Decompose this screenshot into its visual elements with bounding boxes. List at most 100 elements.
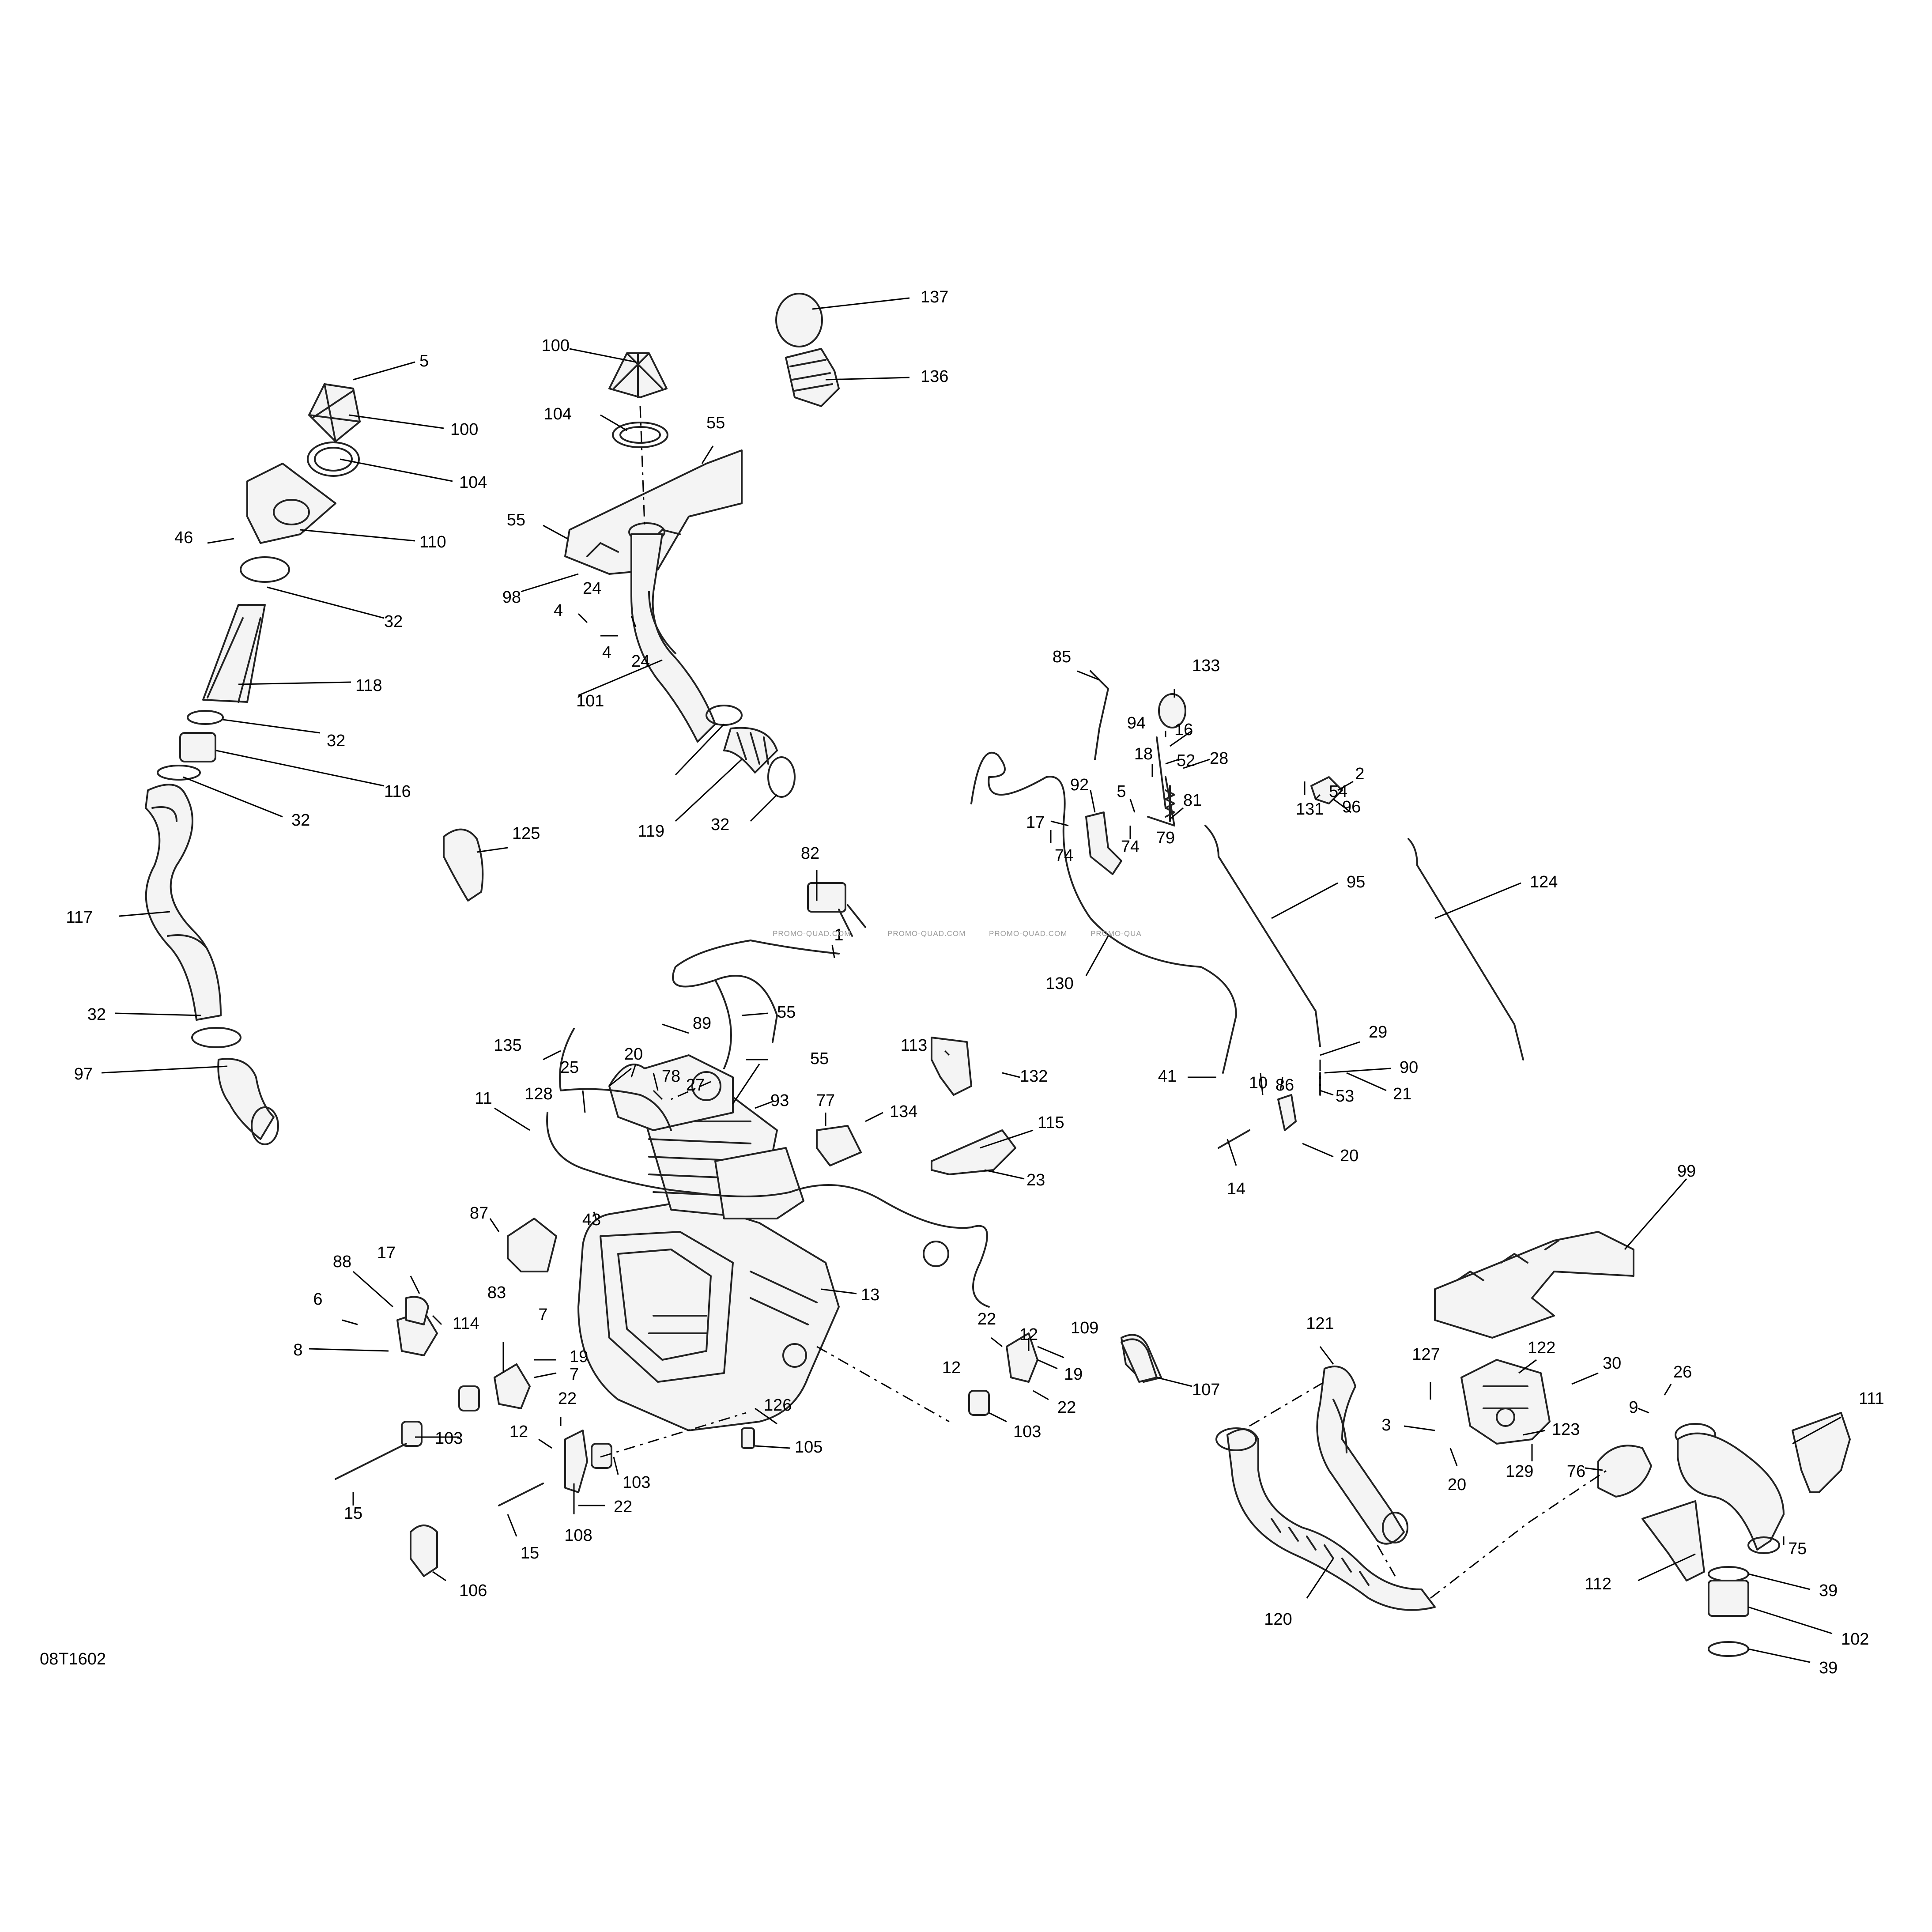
leader-lines	[101, 297, 1841, 1663]
callout-32: 32	[711, 815, 729, 834]
bracket-115	[931, 1129, 1016, 1175]
intake-boot-136	[785, 348, 840, 407]
callout-103: 103	[1013, 1423, 1041, 1441]
callout-20: 20	[1448, 1475, 1466, 1494]
callout-75: 75	[1788, 1540, 1807, 1558]
callout-17: 17	[377, 1244, 396, 1262]
callout-112: 112	[1585, 1575, 1611, 1593]
callout-4: 4	[602, 643, 611, 662]
watermark-text: PROMO-QUAD.COM	[989, 929, 1067, 938]
callout-41: 41	[1158, 1067, 1177, 1086]
intake-cap-137	[775, 293, 823, 347]
callout-39: 39	[1819, 1581, 1838, 1600]
callout-32: 32	[327, 732, 345, 750]
callout-93: 93	[770, 1091, 789, 1110]
callout-122: 122	[1528, 1339, 1555, 1357]
bracket-113	[931, 1037, 972, 1096]
callout-55: 55	[706, 414, 725, 432]
callout-87: 87	[470, 1204, 488, 1223]
callout-92: 92	[1070, 776, 1089, 794]
watermarks: PROMO-QUAD.COM PROMO-QUAD.COM PROMO-QUAD…	[773, 929, 1142, 938]
callout-7: 7	[538, 1306, 547, 1324]
callout-54: 54	[1329, 782, 1347, 801]
callout-96: 96	[1342, 798, 1361, 816]
intake-duct-101	[628, 522, 716, 743]
callout-6: 6	[313, 1290, 322, 1309]
intake-hose-117	[145, 784, 222, 1021]
callout-53: 53	[1336, 1087, 1354, 1106]
callout-117: 117	[66, 908, 93, 927]
hose-135	[559, 1028, 672, 1131]
callout-125: 125	[512, 824, 540, 843]
callout-102: 102	[1841, 1630, 1869, 1649]
callout-83: 83	[487, 1283, 506, 1302]
callout-17: 17	[1026, 813, 1045, 832]
callout-30: 30	[1603, 1354, 1621, 1373]
callout-77: 77	[816, 1091, 835, 1110]
callout-101: 101	[576, 692, 604, 710]
callout-103: 103	[435, 1429, 463, 1448]
heat-shield-111	[1792, 1412, 1851, 1493]
callout-99: 99	[1677, 1162, 1696, 1181]
callout-79: 79	[1156, 829, 1175, 847]
callout-55: 55	[507, 511, 525, 529]
watermark-text: PROMO-QUA	[1091, 929, 1142, 938]
callout-108: 108	[564, 1526, 592, 1545]
callout-32: 32	[291, 811, 310, 830]
callout-22: 22	[977, 1310, 996, 1328]
callout-25: 25	[560, 1058, 579, 1077]
callout-132: 132	[1020, 1067, 1048, 1086]
rod-124	[1407, 838, 1524, 1060]
callout-94: 94	[1127, 714, 1146, 732]
watermark-text: PROMO-QUAD.COM	[773, 929, 851, 938]
callout-130: 130	[1045, 974, 1073, 993]
throttle-cable-130	[970, 751, 1237, 1074]
callout-74: 74	[1121, 838, 1140, 856]
callout-78: 78	[662, 1067, 680, 1086]
callout-76: 76	[1567, 1462, 1585, 1481]
callout-22: 22	[1057, 1398, 1076, 1417]
callout-5: 5	[1117, 782, 1126, 801]
intake-elbow-97	[217, 1058, 279, 1145]
callout-labels: 137 136 100 5 104 55 100 104 110 46 55 9…	[66, 288, 1884, 1677]
callout-89: 89	[693, 1014, 711, 1033]
callout-118: 118	[355, 676, 382, 695]
callout-55: 55	[810, 1049, 829, 1068]
spring-81	[1165, 789, 1175, 818]
callout-2: 2	[1355, 765, 1364, 783]
callout-85: 85	[1053, 648, 1071, 666]
catalyst-102	[1708, 1566, 1749, 1657]
callout-46: 46	[174, 528, 193, 547]
intake-rings-116	[157, 710, 224, 781]
callout-21: 21	[1393, 1085, 1411, 1103]
callout-97: 97	[74, 1065, 93, 1083]
callout-12: 12	[942, 1358, 961, 1377]
deflector-125	[443, 828, 484, 902]
callout-129: 129	[1506, 1462, 1533, 1481]
bracket-96	[1310, 776, 1343, 804]
callout-19: 19	[570, 1347, 588, 1366]
callout-115: 115	[1038, 1113, 1064, 1132]
callout-19: 19	[1064, 1365, 1083, 1384]
callout-120: 120	[1264, 1610, 1292, 1629]
callout-121: 121	[1306, 1314, 1334, 1333]
engine-assembly	[577, 1054, 840, 1431]
callout-22: 22	[558, 1389, 577, 1408]
callout-126: 126	[764, 1396, 792, 1415]
callout-104: 104	[544, 405, 572, 423]
callout-135: 135	[494, 1036, 521, 1055]
callout-95: 95	[1347, 873, 1365, 891]
callout-131: 131	[1296, 800, 1324, 819]
callout-12: 12	[509, 1423, 528, 1441]
callout-20: 20	[624, 1045, 643, 1064]
callout-104: 104	[459, 473, 487, 492]
callout-15: 15	[344, 1504, 362, 1523]
callout-39: 39	[1819, 1659, 1838, 1677]
figure-id: 08T1602	[40, 1650, 106, 1668]
muffler-75	[1675, 1423, 1785, 1554]
callout-103: 103	[623, 1473, 650, 1492]
exhaust-pipe-120	[1215, 1427, 1436, 1611]
intake-screen-cover-left	[308, 383, 361, 442]
callout-23: 23	[1026, 1171, 1045, 1189]
callout-1: 1	[834, 926, 843, 944]
